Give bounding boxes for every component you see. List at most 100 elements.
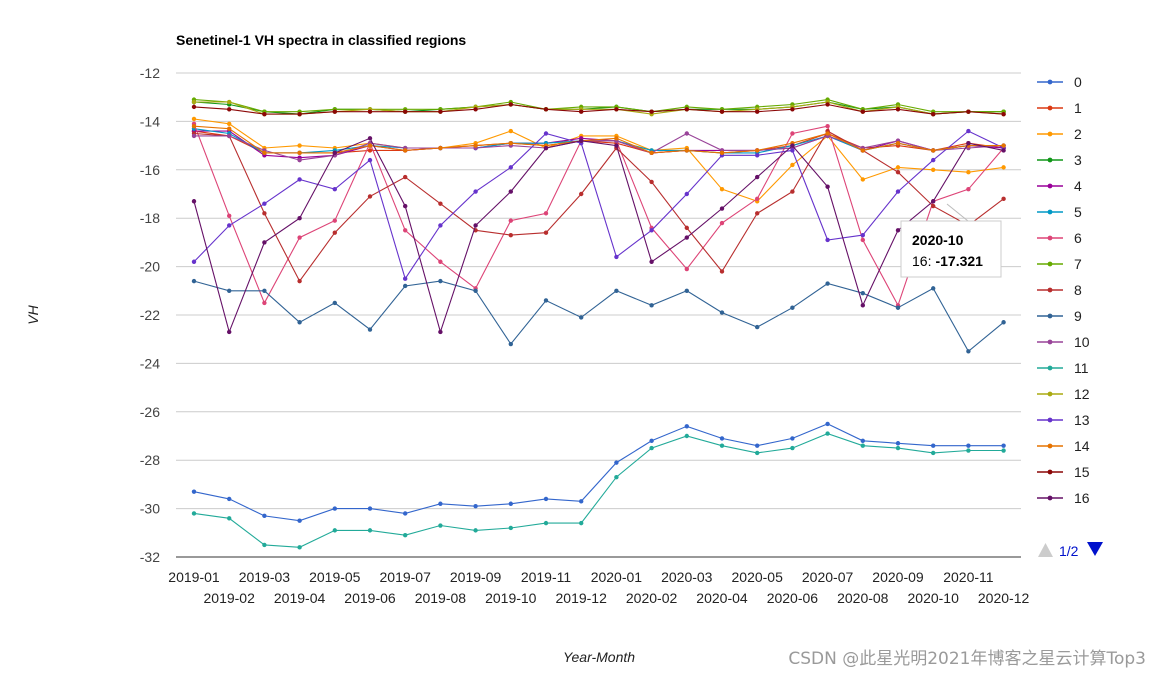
data-point[interactable] bbox=[438, 223, 443, 228]
data-point[interactable] bbox=[825, 421, 830, 427]
data-point[interactable] bbox=[297, 177, 302, 182]
data-point[interactable] bbox=[931, 199, 936, 204]
data-point[interactable] bbox=[403, 203, 408, 209]
data-point[interactable] bbox=[403, 533, 408, 538]
data-point[interactable] bbox=[966, 170, 971, 175]
data-point[interactable] bbox=[719, 186, 725, 192]
data-point[interactable] bbox=[332, 186, 337, 192]
data-point[interactable] bbox=[262, 240, 267, 245]
data-point[interactable] bbox=[895, 189, 901, 194]
data-point[interactable] bbox=[227, 107, 232, 112]
series-7[interactable] bbox=[191, 97, 1006, 114]
series-11[interactable] bbox=[191, 431, 1006, 550]
data-point[interactable] bbox=[614, 143, 619, 148]
data-point[interactable] bbox=[332, 218, 337, 223]
data-point[interactable] bbox=[966, 140, 971, 146]
data-point[interactable] bbox=[508, 165, 513, 170]
data-point[interactable] bbox=[403, 148, 408, 153]
data-point[interactable] bbox=[191, 489, 197, 494]
data-point[interactable] bbox=[227, 329, 232, 335]
data-point[interactable] bbox=[262, 150, 267, 156]
data-point[interactable] bbox=[790, 148, 795, 153]
data-point[interactable] bbox=[262, 542, 267, 548]
data-point[interactable] bbox=[684, 191, 689, 197]
data-point[interactable] bbox=[367, 327, 373, 332]
data-point[interactable] bbox=[367, 506, 373, 511]
data-point[interactable] bbox=[931, 450, 936, 456]
data-point[interactable] bbox=[438, 145, 443, 151]
data-point[interactable] bbox=[403, 228, 408, 233]
data-point[interactable] bbox=[508, 501, 513, 506]
data-point[interactable] bbox=[790, 162, 795, 168]
data-point[interactable] bbox=[191, 99, 197, 105]
data-point[interactable] bbox=[262, 201, 267, 206]
data-point[interactable] bbox=[508, 140, 513, 146]
data-point[interactable] bbox=[543, 211, 549, 216]
data-point[interactable] bbox=[684, 225, 689, 231]
data-point[interactable] bbox=[649, 303, 654, 308]
data-point[interactable] bbox=[227, 126, 232, 131]
data-point[interactable] bbox=[755, 148, 760, 153]
legend-item-10[interactable]: 10 bbox=[1037, 334, 1090, 350]
data-point[interactable] bbox=[1001, 196, 1006, 202]
data-point[interactable] bbox=[931, 111, 936, 117]
data-point[interactable] bbox=[262, 513, 267, 519]
data-point[interactable] bbox=[403, 174, 408, 180]
data-point[interactable] bbox=[860, 443, 865, 448]
data-point[interactable] bbox=[579, 138, 584, 143]
data-point[interactable] bbox=[755, 109, 760, 114]
data-point[interactable] bbox=[825, 131, 830, 136]
data-point[interactable] bbox=[297, 320, 302, 325]
legend-item-4[interactable]: 4 bbox=[1037, 178, 1082, 194]
data-point[interactable] bbox=[649, 228, 654, 233]
data-point[interactable] bbox=[438, 201, 443, 206]
data-point[interactable] bbox=[543, 145, 549, 151]
data-point[interactable] bbox=[227, 496, 232, 502]
data-point[interactable] bbox=[825, 431, 830, 436]
data-point[interactable] bbox=[966, 128, 971, 134]
data-point[interactable] bbox=[191, 259, 197, 264]
data-point[interactable] bbox=[790, 436, 795, 441]
data-point[interactable] bbox=[297, 545, 302, 550]
data-point[interactable] bbox=[931, 443, 936, 448]
data-point[interactable] bbox=[825, 184, 830, 189]
data-point[interactable] bbox=[649, 150, 654, 156]
data-point[interactable] bbox=[755, 153, 760, 158]
data-point[interactable] bbox=[367, 143, 373, 148]
data-point[interactable] bbox=[649, 259, 654, 264]
data-point[interactable] bbox=[614, 474, 619, 480]
data-point[interactable] bbox=[332, 528, 337, 533]
data-point[interactable] bbox=[579, 499, 584, 504]
data-point[interactable] bbox=[227, 213, 232, 218]
data-point[interactable] bbox=[508, 232, 513, 238]
data-point[interactable] bbox=[1001, 111, 1006, 117]
data-point[interactable] bbox=[297, 278, 302, 284]
data-point[interactable] bbox=[1001, 320, 1006, 325]
data-point[interactable] bbox=[438, 501, 443, 506]
data-point[interactable] bbox=[438, 523, 443, 528]
data-point[interactable] bbox=[755, 443, 760, 448]
data-point[interactable] bbox=[473, 223, 478, 228]
data-point[interactable] bbox=[719, 206, 725, 211]
series-15[interactable] bbox=[191, 102, 1006, 117]
data-point[interactable] bbox=[895, 170, 901, 175]
data-point[interactable] bbox=[297, 216, 302, 221]
data-point[interactable] bbox=[367, 148, 373, 153]
data-point[interactable] bbox=[367, 157, 373, 163]
data-point[interactable] bbox=[227, 516, 232, 521]
data-point[interactable] bbox=[332, 109, 337, 114]
data-point[interactable] bbox=[332, 150, 337, 156]
data-point[interactable] bbox=[684, 131, 689, 136]
data-point[interactable] bbox=[297, 111, 302, 117]
data-point[interactable] bbox=[473, 189, 478, 194]
data-point[interactable] bbox=[1001, 443, 1006, 448]
data-point[interactable] bbox=[895, 441, 901, 446]
data-point[interactable] bbox=[403, 283, 408, 289]
data-point[interactable] bbox=[367, 528, 373, 533]
legend-next-icon[interactable] bbox=[1087, 542, 1103, 556]
data-point[interactable] bbox=[860, 237, 865, 243]
data-point[interactable] bbox=[473, 143, 478, 148]
data-point[interactable] bbox=[719, 310, 725, 315]
data-point[interactable] bbox=[227, 288, 232, 293]
data-point[interactable] bbox=[579, 315, 584, 320]
